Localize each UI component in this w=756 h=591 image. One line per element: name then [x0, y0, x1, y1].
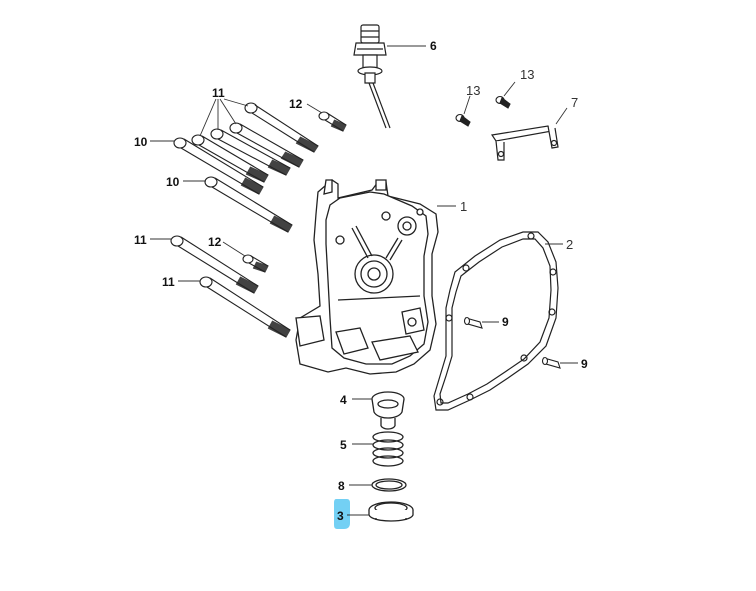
part-gasket[interactable] [434, 232, 558, 410]
callout-6[interactable]: 6 [430, 39, 437, 53]
callout-9-a[interactable]: 9 [502, 315, 509, 329]
callout-7[interactable]: 7 [571, 95, 578, 110]
part-oil-strainer-cap[interactable] [372, 392, 404, 429]
callout-8[interactable]: 8 [338, 479, 345, 493]
bolt-long-11b[interactable] [230, 123, 303, 167]
screw-13-a[interactable] [456, 115, 470, 127]
bolt-11-left[interactable] [171, 236, 258, 293]
part-o-ring[interactable] [372, 479, 406, 491]
bolt-long-11a[interactable] [245, 103, 318, 152]
bolt-10-top[interactable] [174, 138, 263, 194]
callout-2[interactable]: 2 [566, 237, 573, 252]
part-drain-plug-cap[interactable] [369, 502, 413, 521]
callout-13-a[interactable]: 13 [466, 83, 480, 98]
callout-5[interactable]: 5 [340, 438, 347, 452]
part-oil-filler-plug[interactable] [354, 25, 390, 128]
bolt-12-lower[interactable] [243, 255, 268, 272]
part-bracket[interactable] [492, 126, 558, 160]
screw-13-b[interactable] [496, 97, 510, 109]
bolt-long-11d[interactable] [192, 135, 268, 182]
bolt-long-11c[interactable] [211, 129, 290, 175]
callout-4[interactable]: 4 [340, 393, 347, 407]
callout-11-c[interactable]: 11 [162, 275, 175, 289]
callout-11-a[interactable]: 11 [212, 86, 225, 100]
bolt-10-lower[interactable] [205, 177, 292, 232]
part-crankcase-cover[interactable] [296, 180, 438, 374]
callout-13-b[interactable]: 13 [520, 67, 534, 82]
callout-3[interactable]: 3 [337, 509, 344, 523]
bolt-group-lower[interactable] [171, 236, 290, 337]
callout-12-b[interactable]: 12 [208, 235, 222, 249]
dowel-pin-9-b[interactable] [543, 358, 561, 369]
dowel-pin-9-a[interactable] [465, 318, 483, 329]
callout-3-highlight [334, 499, 350, 529]
callout-labels: 6 1 2 7 9 9 13 13 12 12 11 10 10 11 11 4… [134, 39, 588, 523]
callout-12-a[interactable]: 12 [289, 97, 303, 111]
bolt-12-top[interactable] [319, 112, 346, 131]
callout-9-b[interactable]: 9 [581, 357, 588, 371]
bolt-11-long-lower[interactable] [200, 277, 290, 337]
bolt-group-upper[interactable] [174, 103, 346, 232]
callout-11-b[interactable]: 11 [134, 233, 147, 247]
callout-1[interactable]: 1 [460, 199, 467, 214]
callout-10-b[interactable]: 10 [166, 175, 180, 189]
part-spring[interactable] [373, 432, 403, 466]
leader-lines [150, 45, 578, 516]
callout-10-a[interactable]: 10 [134, 135, 148, 149]
